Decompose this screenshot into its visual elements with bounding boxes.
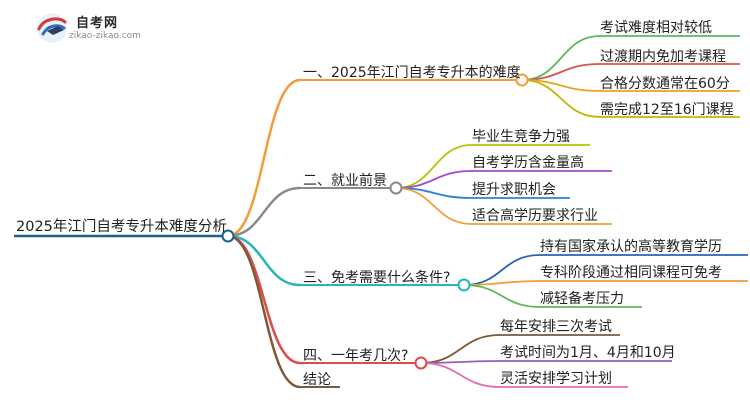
logo-title: 自考网	[76, 16, 119, 31]
leaf-exemption-1[interactable]: 持有国家承认的高等教育学历	[540, 239, 722, 255]
leaf-difficulty-3[interactable]: 合格分数通常在60分	[600, 76, 730, 92]
branch-conclusion[interactable]: 结论	[303, 372, 331, 388]
connector-root-branch-2	[226, 186, 302, 238]
branch-node-4	[414, 356, 428, 370]
leaf-exemption-2[interactable]: 专科阶段通过相同课程可免考	[540, 265, 722, 281]
connector-branch-3-leaf-3	[463, 284, 541, 308]
connector-branch-4-leaf-3	[420, 362, 501, 388]
leaf-frequency-1[interactable]: 每年安排三次考试	[500, 319, 612, 335]
branch-frequency[interactable]: 四、一年考几次?	[303, 348, 409, 364]
logo-subtitle: zikao-zikao.com	[69, 31, 141, 41]
branch-difficulty[interactable]: 一、2025年江门自考专升本的难度	[303, 65, 521, 81]
root-topic[interactable]: 2025年江门自考专升本难度分析	[16, 219, 227, 235]
leaf-employment-1[interactable]: 毕业生竞争力强	[472, 129, 570, 145]
leaf-employment-3[interactable]: 提升求职机会	[472, 182, 556, 198]
leaf-employment-4[interactable]: 适合高学历要求行业	[472, 208, 598, 224]
branch-node-3	[457, 278, 471, 292]
graduation-cap-icon	[37, 13, 67, 43]
branch-node-2	[389, 181, 403, 195]
site-logo: 自考网 zikao-zikao.com	[34, 8, 204, 52]
connector-root-branch-1	[226, 78, 302, 238]
connector-root-branch-4	[226, 234, 302, 365]
connector-root-branch-3	[226, 234, 302, 287]
connector-branch-2-leaf-1	[395, 144, 473, 189]
connector-branch-1-leaf-1	[521, 35, 601, 81]
branch-node-1	[515, 73, 529, 87]
leaf-exemption-3[interactable]: 减轻备考压力	[540, 291, 624, 307]
leaf-difficulty-4[interactable]: 需完成12至16门课程	[600, 102, 734, 118]
leaf-frequency-2[interactable]: 考试时间为1月、4月和10月	[500, 345, 676, 361]
branch-exemption[interactable]: 三、免考需要什么条件?	[303, 270, 451, 286]
leaf-difficulty-1[interactable]: 考试难度相对较低	[600, 20, 712, 36]
connector-branch-2-leaf-2	[395, 170, 473, 189]
leaf-employment-2[interactable]: 自考学历含金量高	[472, 155, 584, 171]
connector-branch-1-leaf-4	[521, 79, 601, 118]
leaf-frequency-3[interactable]: 灵活安排学习计划	[500, 371, 612, 387]
connector-branch-4-leaf-1	[420, 334, 501, 364]
leaf-difficulty-2[interactable]: 过渡期内免加考课程	[600, 49, 726, 65]
branch-employment[interactable]: 二、就业前景	[303, 173, 387, 189]
root-node	[221, 229, 235, 243]
connector-root-branch-5	[226, 234, 302, 389]
connector-branch-3-leaf-2	[463, 280, 541, 286]
connector-branch-2-leaf-4	[395, 187, 473, 225]
